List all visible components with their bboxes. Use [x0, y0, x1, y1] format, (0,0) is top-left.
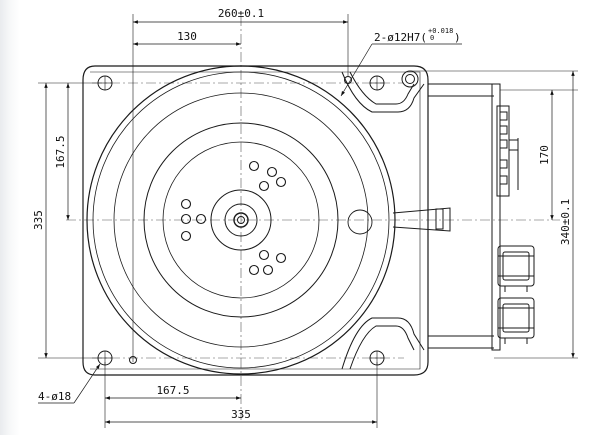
- center-lines: [66, 16, 560, 420]
- dim-right-vertical-upper: 170: [538, 145, 551, 165]
- dim-mounting-holes: 4-ø18: [38, 390, 71, 403]
- leader-lines: [38, 43, 462, 404]
- dim-overall-width: 260±0.1: [218, 7, 264, 20]
- lever-arm: [392, 207, 451, 232]
- dim-half-width: 130: [177, 30, 197, 43]
- dim-right-vertical-full: 340±0.1: [559, 199, 572, 245]
- dim-left-vertical-half: 167.5: [54, 135, 67, 168]
- locating-hole-tol-lower: 0: [430, 34, 434, 42]
- locating-hole-tol-upper: +0.018: [428, 27, 453, 35]
- base-plate: [82, 65, 429, 376]
- table-bolt-holes: [180, 160, 287, 276]
- turntable: [86, 65, 396, 375]
- mounting-holes: [97, 70, 419, 366]
- dim-bottom-half: 167.5: [156, 384, 189, 397]
- dim-locating-hole-callout: 2-ø12H7(: [374, 31, 427, 44]
- locating-hole-suffix: ): [454, 31, 461, 44]
- connector-housing: [428, 83, 535, 351]
- dim-left-vertical-full: 335: [32, 210, 45, 230]
- dim-bottom-full: 335: [231, 408, 251, 421]
- bracket-ears: [341, 71, 425, 370]
- dimension-lines: [44, 20, 575, 424]
- locating-hole-prefix: 2-ø12H7(: [374, 31, 427, 44]
- extension-lines: [38, 14, 578, 428]
